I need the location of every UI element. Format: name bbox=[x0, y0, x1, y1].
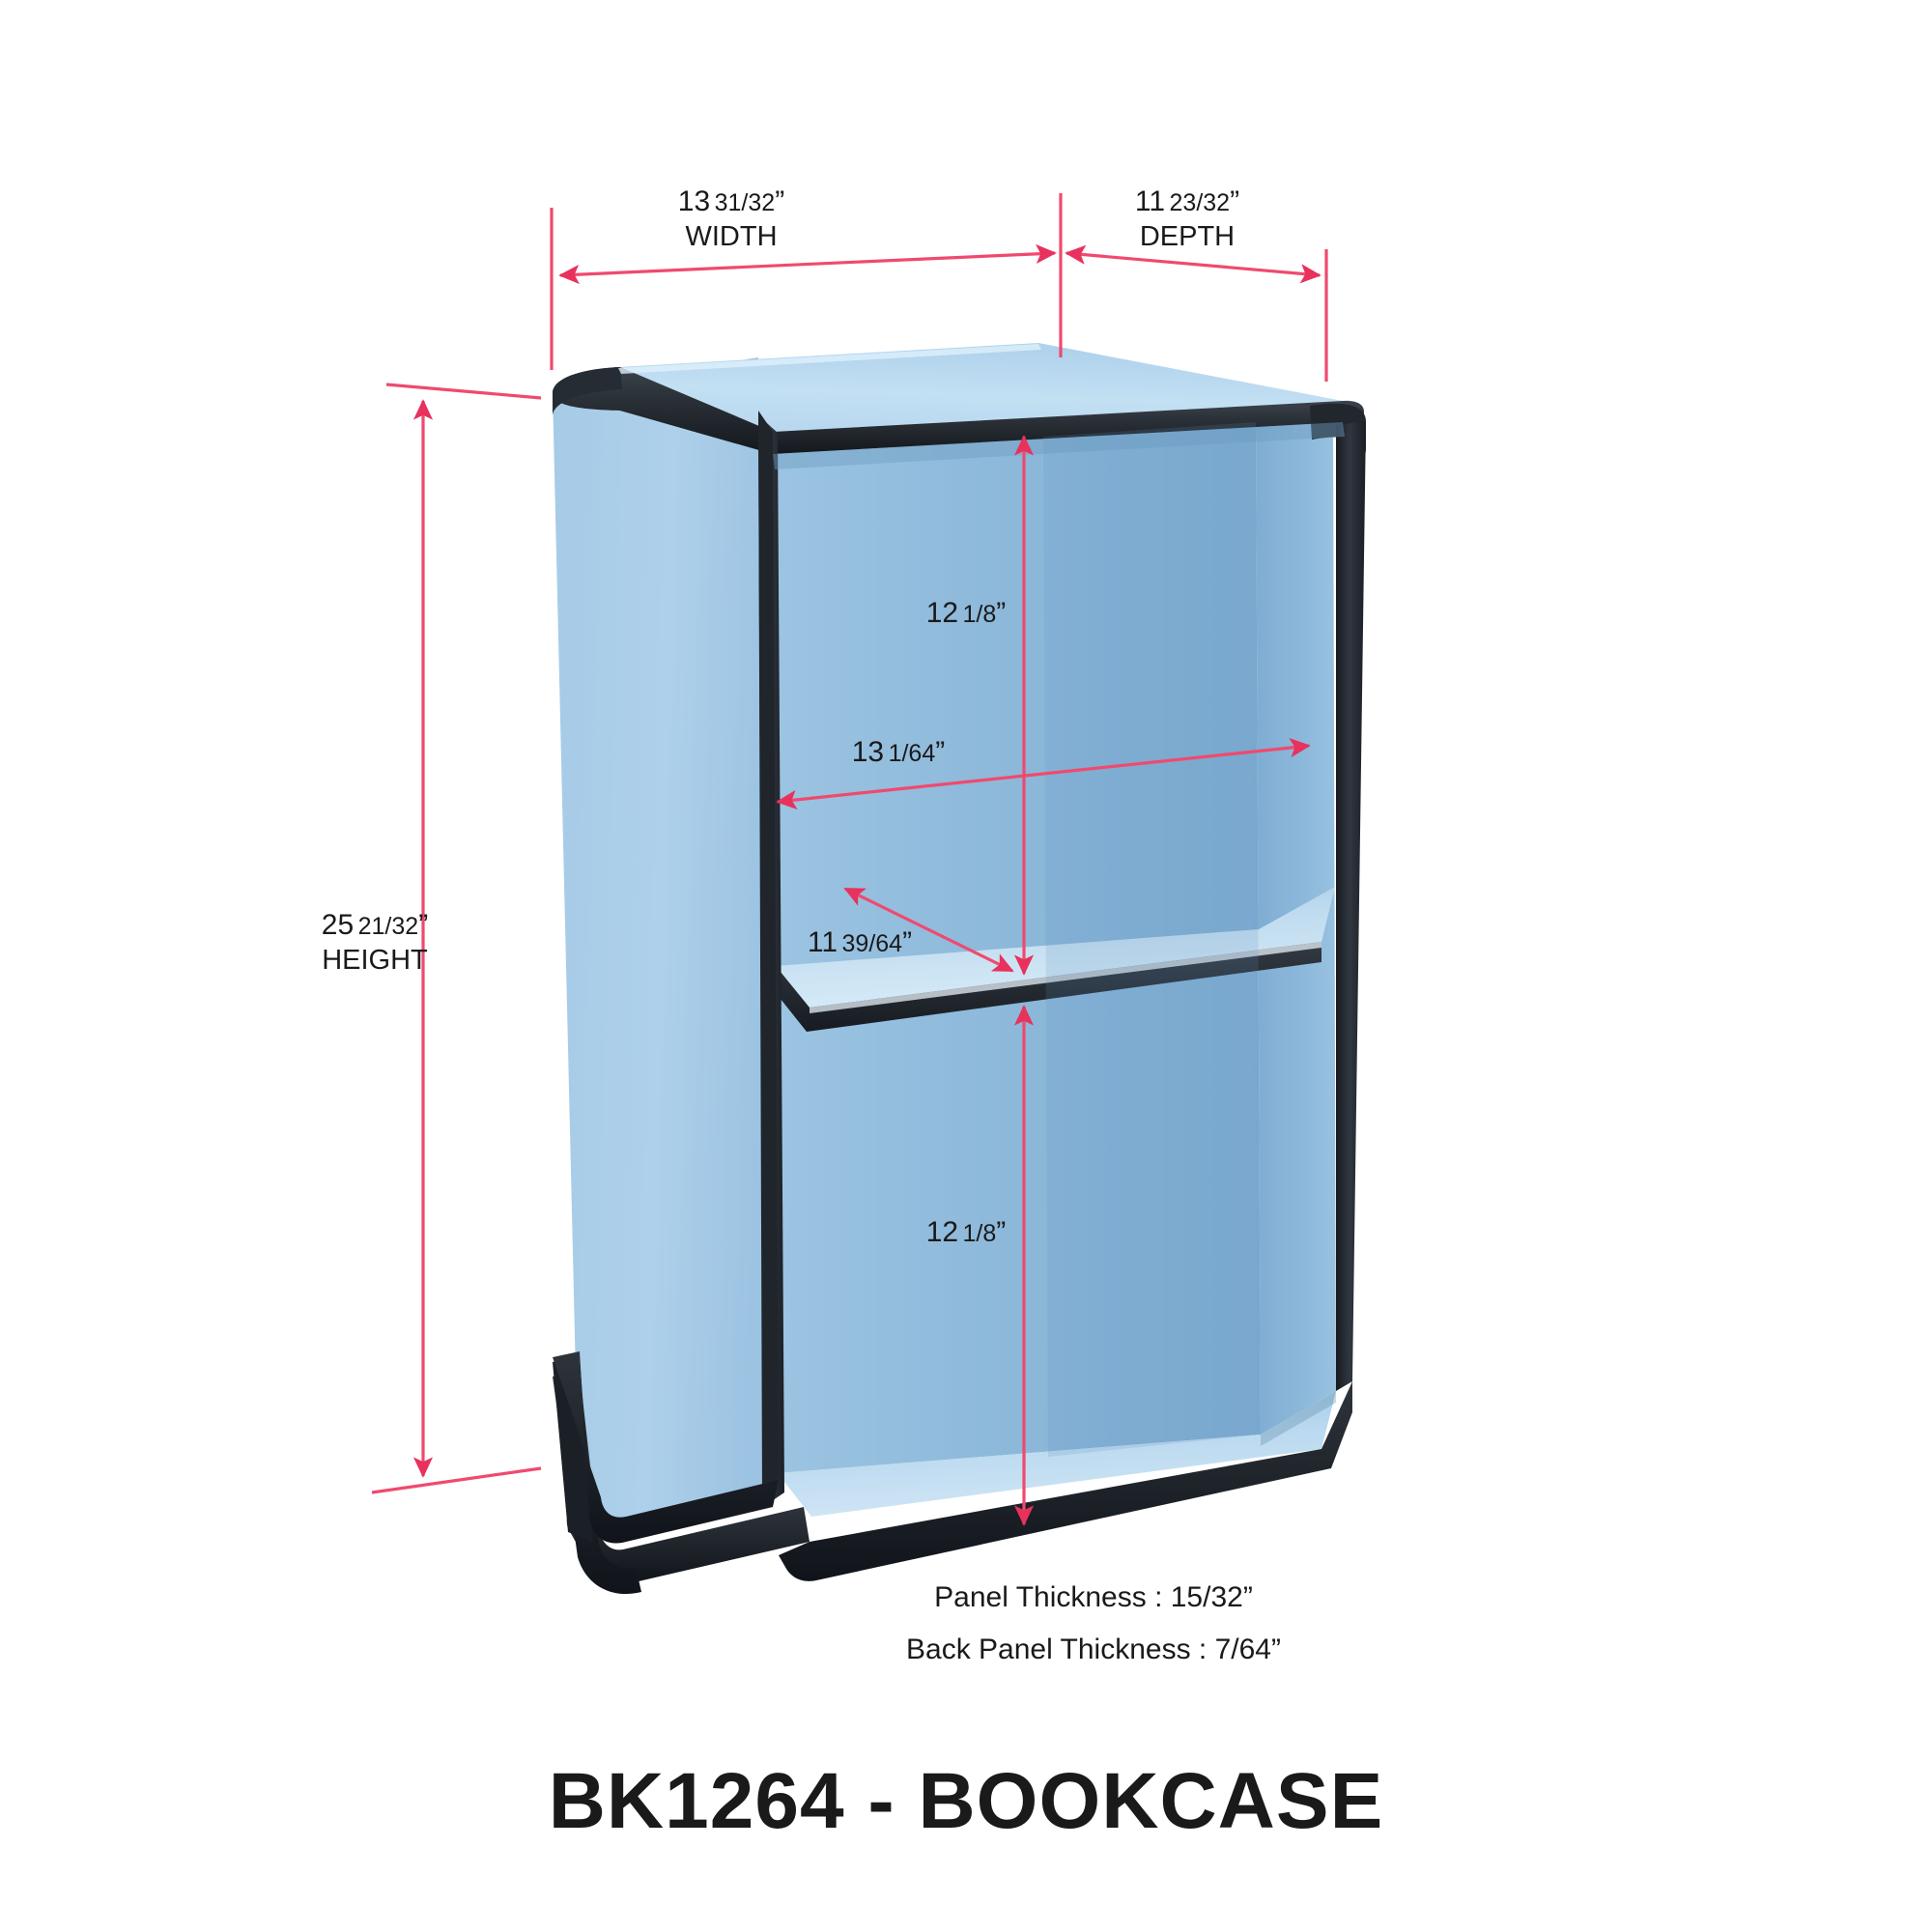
interior-width-label: 13 1/64” bbox=[852, 736, 946, 768]
top-right-edge-band bbox=[773, 400, 1364, 454]
bottom-panel-surface bbox=[778, 1391, 1336, 1517]
width-dimension-arrow bbox=[558, 243, 1057, 285]
interior-depth-label: 11 39/64” bbox=[808, 926, 912, 958]
top-left-corner-round bbox=[553, 367, 622, 415]
middle-shelf-surface bbox=[776, 887, 1335, 1008]
lower-shelf-value: 12 bbox=[926, 1216, 958, 1248]
dimension-annotations bbox=[371, 193, 1328, 1526]
upper-shelf-value: 12 bbox=[926, 597, 958, 629]
page-title: BK1264 - BOOKCASE bbox=[548, 1757, 1384, 1845]
lower-shelf-unit: ” bbox=[996, 1216, 1006, 1248]
bottom-right-edge-band bbox=[779, 1381, 1352, 1581]
height-label-word: HEIGHT bbox=[322, 945, 428, 976]
height-unit: ” bbox=[418, 909, 428, 941]
depth-dimension-label: 11 23/32” bbox=[1135, 185, 1239, 217]
upper-shelf-unit: ” bbox=[996, 597, 1006, 629]
width-label-word: WIDTH bbox=[685, 221, 777, 252]
interior-width-arrow bbox=[776, 738, 1311, 810]
width-dimension-label: 13 31/32” bbox=[678, 185, 784, 217]
interior-width-unit: ” bbox=[935, 736, 945, 768]
interior-top-shadow bbox=[773, 422, 1345, 469]
height-fraction: 21/32 bbox=[358, 913, 419, 940]
lower-shelf-fraction: 1/8 bbox=[963, 1220, 997, 1247]
left-bottom-edge-strip bbox=[553, 1356, 593, 1542]
interior-depth-arrow bbox=[843, 887, 1014, 973]
interior-width-fraction: 1/64 bbox=[889, 740, 936, 767]
right-vertical-edge-band bbox=[1336, 421, 1366, 1391]
depth-dimension-arrow bbox=[1065, 244, 1321, 284]
width-unit: ” bbox=[775, 185, 784, 217]
bottom-front-edge-band bbox=[566, 1507, 810, 1585]
bookcase-illustration bbox=[553, 343, 1366, 1595]
dimension-labels: 13 31/32” WIDTH 11 23/32” DEPTH 25 21/32… bbox=[322, 185, 1239, 1248]
panel-thickness-note: Panel Thickness : 15/32” bbox=[934, 1581, 1253, 1613]
upper-shelf-height-label: 12 1/8” bbox=[926, 597, 1007, 629]
interior-width-value: 13 bbox=[852, 736, 884, 768]
interior-depth-unit: ” bbox=[902, 926, 912, 958]
depth-unit: ” bbox=[1230, 185, 1239, 217]
lower-shelf-height-label: 12 1/8” bbox=[926, 1216, 1007, 1248]
height-dimension-label: 25 21/32” bbox=[322, 909, 428, 941]
left-panel-foot bbox=[553, 1351, 779, 1544]
lower-inner-shadow bbox=[1261, 1391, 1336, 1446]
ext-line-height-top bbox=[385, 383, 542, 400]
ext-line-height-bottom bbox=[371, 1466, 542, 1494]
depth-fraction: 23/32 bbox=[1170, 189, 1231, 216]
interior-depth-fraction: 39/64 bbox=[842, 930, 903, 957]
back-panel-thickness-note: Back Panel Thickness : 7/64” bbox=[906, 1634, 1281, 1665]
middle-shelf-edge-highlight bbox=[810, 942, 1321, 1013]
top-panel-surface bbox=[618, 343, 1343, 432]
back-panel-shading bbox=[1043, 422, 1261, 1457]
width-value: 13 bbox=[678, 185, 710, 217]
thickness-notes: Panel Thickness : 15/32” Back Panel Thic… bbox=[906, 1581, 1281, 1665]
product-title-bar: BK1264 - BOOKCASE bbox=[0, 1756, 1932, 1847]
width-fraction: 31/32 bbox=[715, 189, 776, 216]
interior-depth-value: 11 bbox=[808, 926, 838, 958]
left-side-panel bbox=[553, 357, 773, 1541]
depth-label-word: DEPTH bbox=[1140, 221, 1235, 252]
depth-value: 11 bbox=[1135, 185, 1165, 217]
top-panel-highlight bbox=[618, 344, 1041, 374]
upper-shelf-fraction: 1/8 bbox=[963, 601, 997, 628]
left-front-inner-edge bbox=[758, 411, 779, 1499]
height-value: 25 bbox=[322, 909, 354, 941]
